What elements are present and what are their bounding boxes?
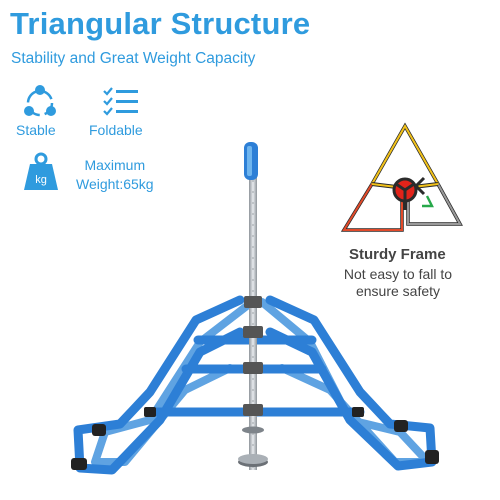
max-weight-line2: Weight:65kg <box>76 176 154 192</box>
max-weight-text: Maximum Weight:65kg <box>76 156 154 194</box>
sturdy-frame-description: Not easy to fall to ensure safety <box>343 266 453 299</box>
foot-caps <box>71 407 439 470</box>
foldable-label: Foldable <box>89 122 143 138</box>
sturdy-frame-heading: Sturdy Frame <box>349 246 446 263</box>
kg-weight-icon: kg <box>24 152 58 190</box>
stable-icon <box>24 85 56 117</box>
center-pole <box>238 142 268 470</box>
stable-label: Stable <box>16 122 56 138</box>
page-title: Triangular Structure <box>10 6 311 41</box>
kg-label: kg <box>35 174 47 186</box>
triangle-stability-diagram-icon <box>340 122 463 232</box>
page-subtitle: Stability and Great Weight Capacity <box>11 50 256 67</box>
foldable-list-icon <box>103 87 138 116</box>
max-weight-line1: Maximum <box>84 157 146 173</box>
